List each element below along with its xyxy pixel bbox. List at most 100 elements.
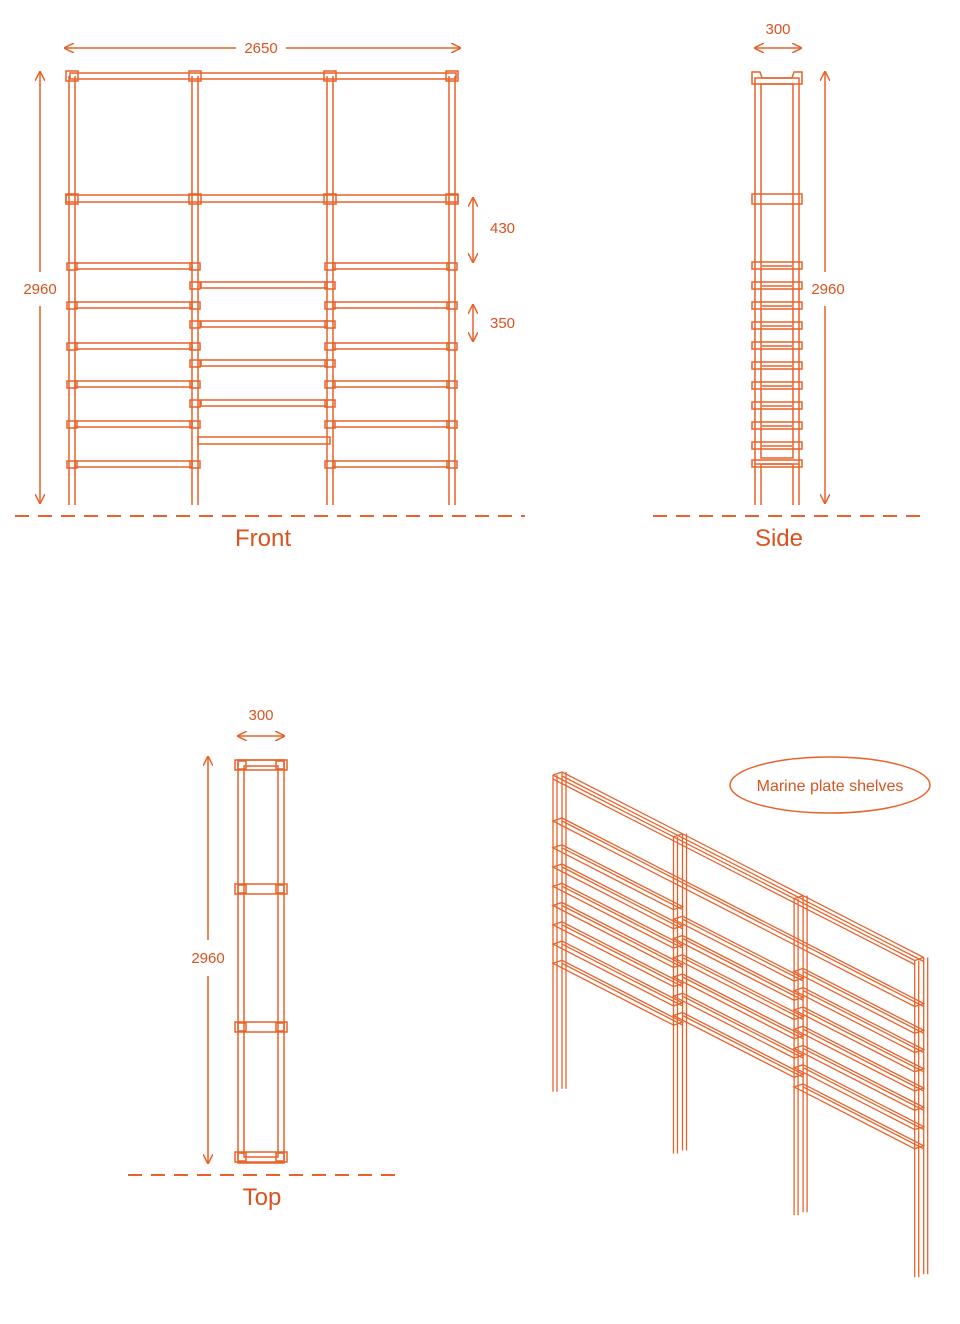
iso-left-shelf-0 [551,844,685,911]
front-connector-0-1 [65,193,79,205]
front-middle-shelf-3 [200,399,328,407]
iso-top-rail-edge-0 [552,778,916,966]
front-mid-clip-0-2 [189,359,201,368]
front-middle-shelf-1 [200,320,328,328]
side-shelf-1 [751,281,803,290]
front-shelf-clip-0-4 [66,420,78,429]
top-view-label: Top [243,1184,282,1211]
iso-shelves [551,817,926,1150]
side-shelf-9 [751,441,803,450]
front-shelf-clip-2-1 [324,301,336,310]
front-connector-1-1 [188,193,202,205]
front-shelf-clip-3-5 [446,460,458,469]
iso-right-shelf-0-edge [802,970,924,1034]
side-height-dim: 2960 [811,281,844,298]
front-lower-gap-dim: 350 [490,315,515,332]
front-shelf-clip-3-4 [446,420,458,429]
front-mid-clip-1-0 [324,281,336,290]
front-mid-clip-0-0 [189,281,201,290]
front-connector-1-0 [188,70,202,82]
side-upper-shelf [751,193,803,205]
side-view-label: Side [755,525,803,552]
top-text: 300 2960 Top [191,707,281,1211]
top-post-left-1 [237,884,247,894]
iso-right-shelf-2-edge [802,1009,924,1073]
iso-middle-shelf-1 [671,934,805,1002]
top-post-left-3 [237,1152,247,1162]
top-divider-1 [234,883,288,895]
iso-middle-shelf-5 [671,1011,805,1079]
front-shelf-clip-2-2 [324,342,336,351]
iso-right-shelf-5 [792,1063,926,1131]
iso-middle-shelf-1-edge [682,937,804,1001]
iso-left-shelf-1 [551,863,685,930]
front-left-shelf-4 [74,420,193,428]
side-depth-dim: 300 [765,21,790,38]
front-left-shelf-3 [74,380,193,388]
iso-posts [552,772,929,1278]
front-shelf-clip-0-2 [66,342,78,351]
iso-left-shelf-1-edge [561,866,683,930]
front-upper-gap-dim: 430 [490,220,515,237]
side-shelf-3 [751,321,803,330]
front-shelf-clip-3-0 [446,262,458,271]
iso-right-shelf-6-edge [802,1086,924,1150]
top-divider-2 [234,1021,288,1033]
front-connector-2-0 [323,70,337,82]
front-shelf-clip-1-1 [189,301,201,310]
front-shelf-clip-2-3 [324,380,336,389]
iso-right-shelf-6 [792,1083,926,1150]
front-mid-clip-1-1 [324,320,336,329]
iso-middle-shelf-4 [671,992,805,1059]
front-middle-shelf-0 [200,281,328,289]
iso-middle-shelf-5-edge [682,1014,804,1078]
top-post-right-2 [275,1022,285,1032]
front-width-dim: 2650 [244,40,277,57]
top-post-left-0 [237,760,247,770]
front-right-shelf-0 [332,262,450,270]
iso-left-shelf-3-edge [561,904,683,968]
iso-middle-shelf-3-edge [682,976,804,1040]
iso-middle-shelf-4-edge [682,995,804,1059]
front-shelf-clip-3-1 [446,301,458,310]
top-post-right-0 [275,760,285,770]
front-shelf-clip-0-1 [66,301,78,310]
iso-right-shelf-4 [792,1044,926,1112]
iso-right-shelf-5-edge [802,1067,924,1131]
front-left-shelf-5 [74,460,193,468]
side-shelves [751,193,803,468]
front-shelf-clip-1-4 [189,420,201,429]
iso-cross-rail-3 [914,956,924,962]
front-connectors [65,70,459,469]
top-length-dim: 2960 [191,950,224,967]
front-shelf-clip-1-5 [189,460,201,469]
front-text: 2650 2960 430 350 Front [23,40,515,552]
front-shelf-clip-1-0 [189,262,201,271]
side-shelf-8 [751,421,803,430]
iso-left-shelf-6-edge [561,962,683,1026]
iso-left-shelf-3 [551,901,685,969]
iso-rails [552,771,925,966]
isometric-view [551,756,931,1278]
front-shelf-clip-2-4 [324,420,336,429]
iso-right-shelf-3-edge [802,1028,924,1092]
side-shelf-7 [751,401,803,410]
iso-callout-label: Marine plate shelves [757,778,904,795]
front-connector-2-1 [323,193,337,205]
iso-middle-shelf-0-edge [682,918,804,982]
top-post-left-2 [237,1022,247,1032]
iso-middle-shelf-3 [671,973,805,1040]
iso-right-shelf-3 [792,1025,926,1092]
iso-left-shelf-4 [551,921,685,988]
side-shelf-0 [751,261,803,270]
iso-left-shelf-5-edge [561,943,683,1007]
front-mid-clip-1-2 [324,359,336,368]
side-shelf-6 [751,381,803,390]
top-post-right-1 [275,884,285,894]
front-connector-0-0 [65,70,79,82]
iso-left-shelf-4-edge [561,924,683,988]
front-posts [68,76,456,505]
iso-text: Marine plate shelves [757,778,904,795]
iso-middle-shelf-2-edge [682,957,804,1021]
